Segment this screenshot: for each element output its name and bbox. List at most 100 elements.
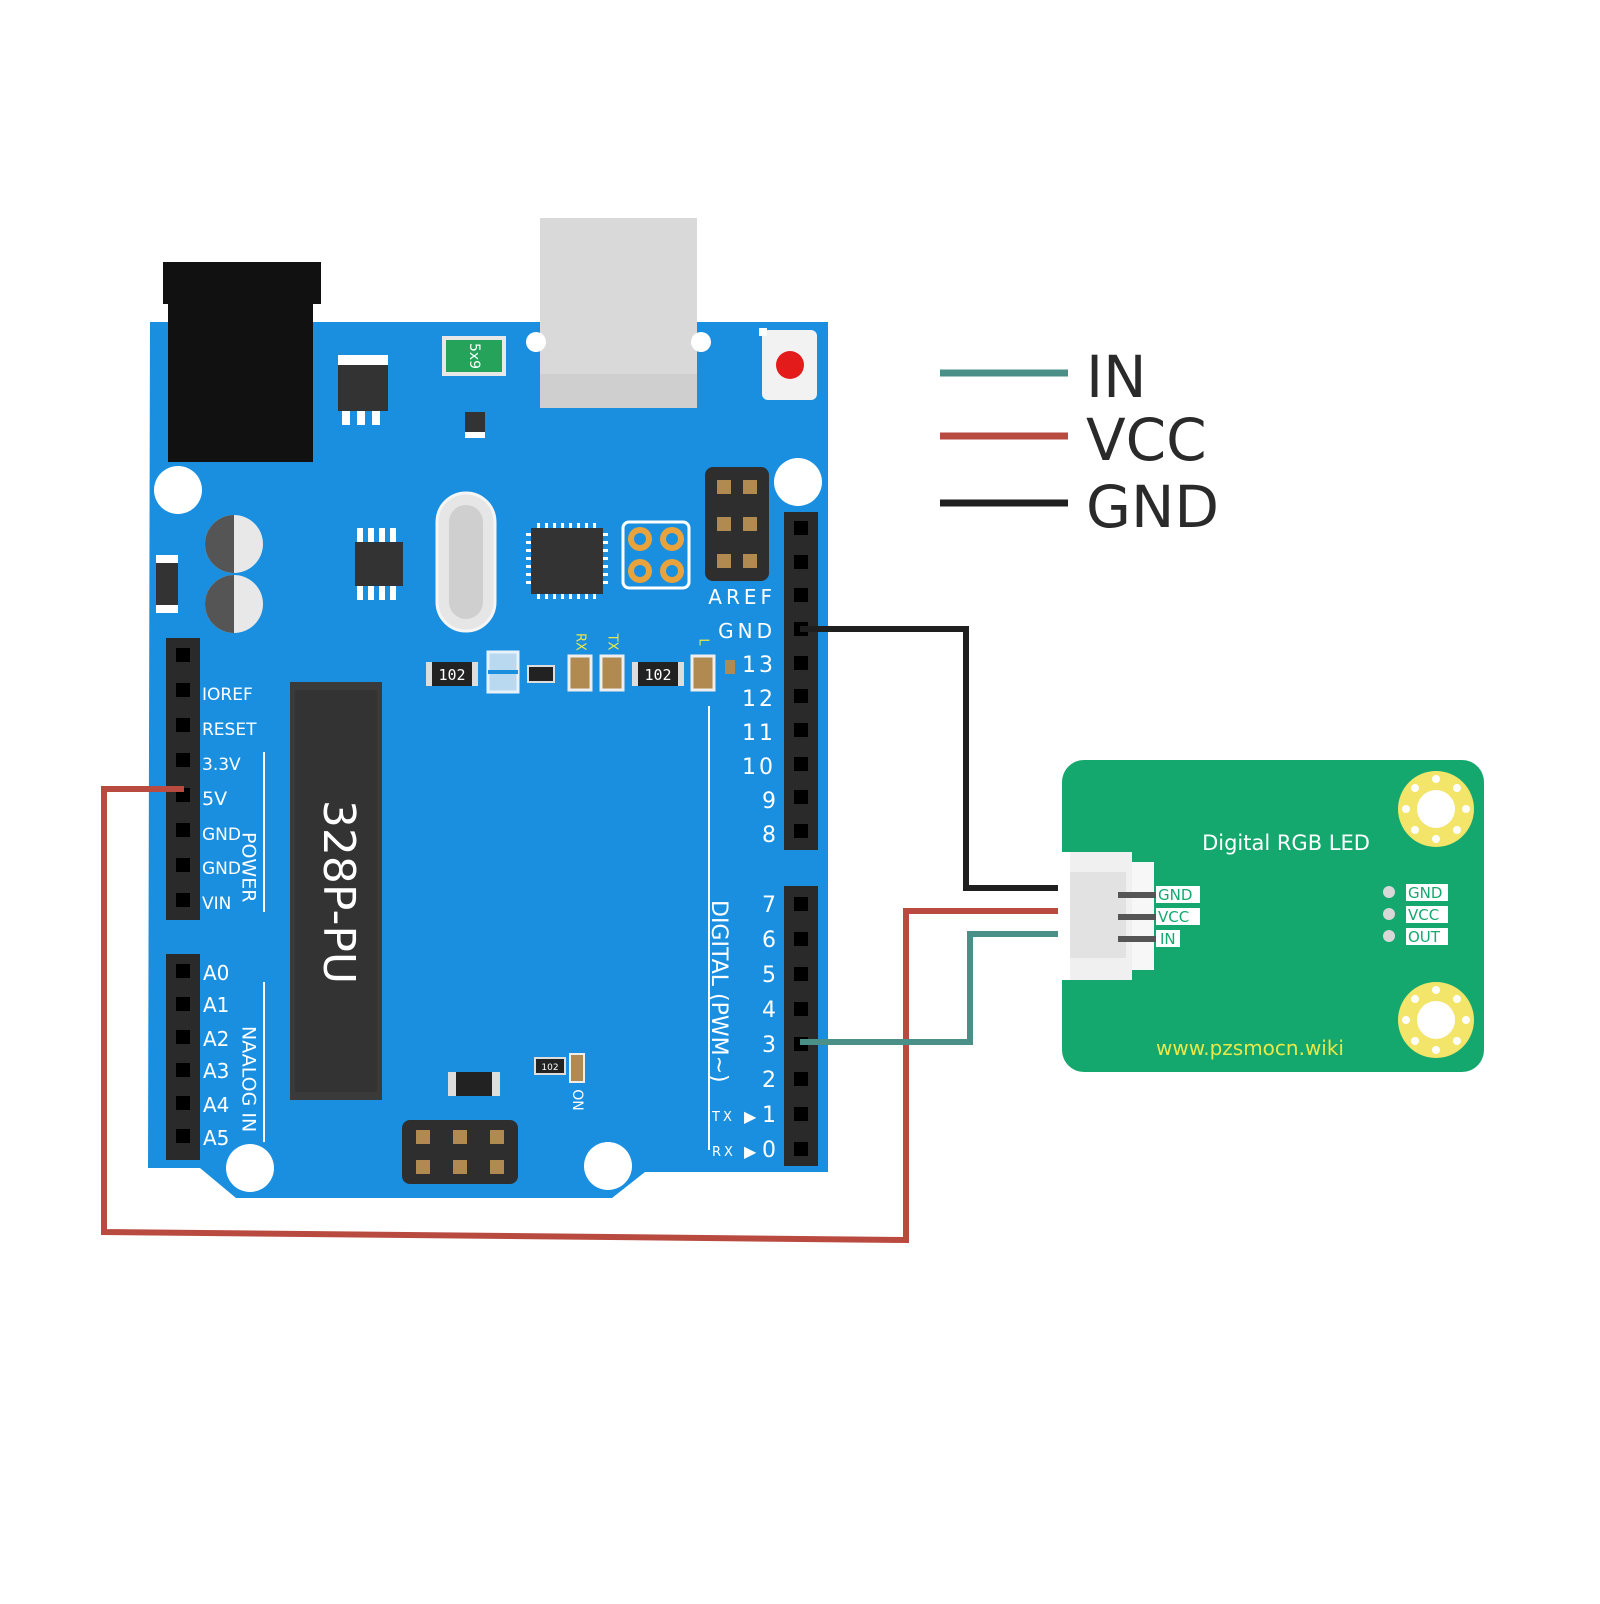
rx-label: RX xyxy=(712,1145,736,1160)
wire-in xyxy=(800,931,1058,1045)
connector-pin-vcc: VCC xyxy=(1158,908,1189,926)
wires xyxy=(101,626,1058,1244)
module-url: www.pzsmocn.wiki xyxy=(1156,1036,1344,1060)
bottom-diode xyxy=(448,1072,500,1096)
mounting-hole-bl xyxy=(226,1144,274,1192)
tx-arrow: ▶ xyxy=(744,1107,757,1126)
digital-pwm-label: DIGITAL (PWM~) xyxy=(706,900,731,1083)
bottom-diode-end-l xyxy=(448,1072,456,1096)
power-label: POWER xyxy=(238,832,260,902)
module-mount-hole-bottom xyxy=(1398,982,1474,1058)
module-title: Digital RGB LED xyxy=(1202,831,1370,855)
pin-label-a0: A0 xyxy=(203,961,229,985)
atmega-chip-edge xyxy=(295,690,377,1092)
capacitor-top xyxy=(205,515,263,573)
crystal-label: 5x9 xyxy=(466,343,482,369)
pin-label-vin: VIN xyxy=(202,894,231,914)
pin-label-aref: AREF xyxy=(708,585,776,609)
pin-label-a5: A5 xyxy=(203,1126,229,1150)
power-pin-labels: IOREF RESET 3.3V 5V GND GND VIN xyxy=(202,685,257,914)
diode xyxy=(156,555,178,613)
pin-label-ioref: IOREF xyxy=(202,685,253,705)
rx-led-label: RX xyxy=(573,633,588,651)
oscillator-crystal-inner xyxy=(449,505,483,619)
solder-pads xyxy=(621,520,691,590)
arduino-board: 5x9 xyxy=(148,218,828,1198)
l-led-label: L xyxy=(696,638,711,646)
small-transistor-leg xyxy=(465,432,485,438)
digital-header-bottom xyxy=(784,886,818,1166)
pin-label-0: 0 xyxy=(762,1138,776,1163)
svg-text:102: 102 xyxy=(438,666,465,684)
svg-text:102: 102 xyxy=(644,666,671,684)
diode-end-bottom xyxy=(156,605,178,613)
usb-chip-qfn xyxy=(526,523,608,599)
output-pin-labels: GND VCC OUT xyxy=(1383,884,1448,946)
dc-power-jack-body xyxy=(168,300,313,462)
mounting-hole-tr xyxy=(774,458,822,506)
pin-label-10: 10 xyxy=(742,755,776,780)
dc-power-jack xyxy=(163,262,321,304)
connector-pin-labels: GND VCC IN xyxy=(1156,886,1200,948)
regulator-leg-1 xyxy=(342,411,350,425)
pin-label-5v: 5V xyxy=(202,788,227,810)
resistor-1: 102 xyxy=(426,662,478,686)
pin-label-1: 1 xyxy=(762,1103,776,1128)
voltage-regulator xyxy=(338,355,388,365)
rx-arrow: ▶ xyxy=(744,1142,757,1161)
module-pcb xyxy=(1062,760,1484,1072)
ic-8pin-legs xyxy=(357,528,396,600)
pin-label-a2: A2 xyxy=(203,1027,229,1051)
analog-header xyxy=(166,954,200,1160)
tx-led-label: TX xyxy=(605,633,620,651)
module-connector xyxy=(1056,852,1158,980)
pin-label-13: 13 xyxy=(742,653,776,678)
regulator-leg-3 xyxy=(372,411,380,425)
mounting-hole-tl xyxy=(154,466,202,514)
regulator-leg-2 xyxy=(357,411,365,425)
usb-tab-right xyxy=(691,332,711,352)
pin-label-3v3: 3.3V xyxy=(202,755,241,775)
on-led-label: ON xyxy=(569,1089,585,1111)
pin-label-8: 8 xyxy=(762,823,776,848)
rx-led xyxy=(567,654,593,692)
legend-gnd-label: GND xyxy=(1086,473,1219,541)
pin-label-power-gnd-1: GND xyxy=(202,825,241,845)
usb-tab-left xyxy=(526,332,546,352)
legend-vcc-label: VCC xyxy=(1086,406,1207,474)
power-header xyxy=(166,638,200,920)
small-resistor xyxy=(527,665,555,683)
rgb-led-module: Digital RGB LED GND VCC IN GND xyxy=(1056,760,1484,1072)
pin-label-7: 7 xyxy=(762,893,776,918)
l-led xyxy=(690,654,716,692)
mounting-hole-br xyxy=(584,1142,632,1190)
reset-button-cap[interactable] xyxy=(776,351,804,379)
pin-label-reset: RESET xyxy=(202,720,257,740)
pin-label-a3: A3 xyxy=(203,1059,229,1083)
wire-gnd xyxy=(800,626,1058,891)
usb-connector-shade xyxy=(540,374,697,408)
pin-label-5: 5 xyxy=(762,963,776,988)
pin-label-3: 3 xyxy=(762,1033,776,1058)
legend-in-label: IN xyxy=(1086,343,1147,411)
pin-label-2: 2 xyxy=(762,1068,776,1093)
crystal-component xyxy=(442,336,506,376)
output-pin-gnd: GND xyxy=(1408,884,1442,902)
ic-8pin xyxy=(355,542,403,586)
pin-label-9: 9 xyxy=(762,789,776,814)
reset-button-pad-tl xyxy=(759,328,767,336)
diode-end-top xyxy=(156,555,178,563)
voltage-regulator-body xyxy=(338,365,388,411)
pin-label-a4: A4 xyxy=(203,1093,229,1117)
icsp-header-bottom xyxy=(402,1120,518,1184)
digital-header-top-labels: AREF GND 13 12 11 10 9 8 xyxy=(708,585,776,848)
connector-pin-in: IN xyxy=(1160,930,1176,948)
pin-label-11: 11 xyxy=(742,721,776,746)
wire-vcc xyxy=(101,786,1058,1244)
output-pin-out: OUT xyxy=(1408,928,1441,946)
icsp-header-top xyxy=(705,467,769,581)
wire-legend: IN VCC GND xyxy=(940,343,1219,541)
tx-label: TX xyxy=(711,1110,735,1125)
